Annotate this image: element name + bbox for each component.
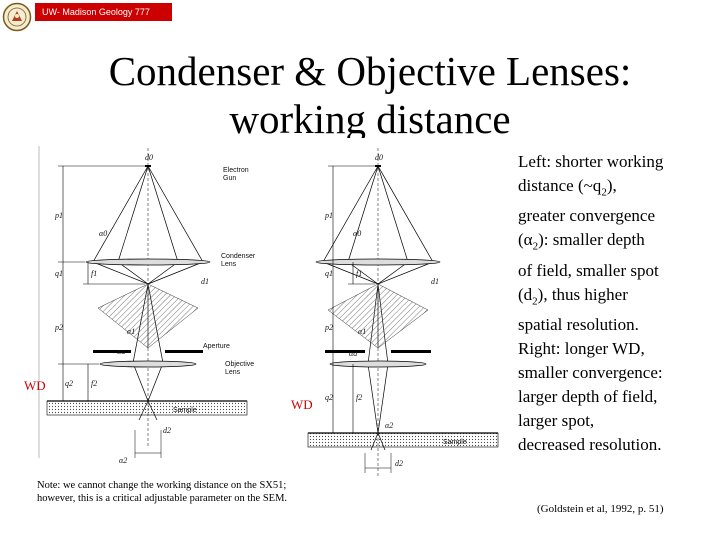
left-label-electron-gun-2: Gun <box>223 175 236 182</box>
description-line: (α2): smaller depth <box>518 228 718 258</box>
description-line: greater convergence <box>518 206 656 226</box>
left-label-d1: d1 <box>201 277 209 286</box>
description-line: larger depth of field, <box>518 387 658 407</box>
description-line: of field, smaller spot <box>518 260 659 280</box>
right-label-p1: p1 <box>324 211 333 220</box>
figure-note-line-2: however, this is a critical adjustable p… <box>37 493 288 504</box>
left-label-d2: d2 <box>163 426 171 435</box>
right-label-alpha2: α2 <box>385 421 393 430</box>
description-line: distance (~q2), <box>518 174 718 204</box>
left-label-sample: Sample <box>173 407 197 414</box>
right-label-q2: q2 <box>325 393 333 402</box>
left-label-d0: d0 <box>145 153 153 162</box>
left-label-alpha2: α2 <box>119 456 127 465</box>
description-line: larger spot, <box>518 411 595 431</box>
left-label-objective-1: Objective <box>225 361 254 368</box>
description-text-segment: distance (~q <box>518 176 602 195</box>
description-line: Right: longer WD, <box>518 339 645 359</box>
course-banner: UW- Madison Geology 777 <box>35 3 172 21</box>
left-label-p1: p1 <box>54 211 63 220</box>
right-label-q1: q1 <box>325 269 333 278</box>
description-subscript: 2 <box>532 240 539 253</box>
left-label-q2: q2 <box>65 379 73 388</box>
right-lens-diagram: d0 α0 p1 q1 f1 d1 p2 α1 αa q2 f2 α2 Samp… <box>307 148 499 478</box>
right-label-f2: f2 <box>356 393 362 402</box>
figure-note-line-1: Note: we cannot change the working dista… <box>37 480 287 491</box>
description-text-segment: (α <box>518 230 533 250</box>
working-distance-label-right: WD <box>291 397 313 412</box>
description-line: (d2), thus higher <box>518 283 718 313</box>
description-line: spatial resolution. <box>518 315 639 335</box>
lens-diagram-svg: d0 Electron Gun α0 p1 q1 f1 Condenser Le… <box>38 146 499 478</box>
right-label-p2: p2 <box>324 323 333 332</box>
description-text-segment: ), <box>606 176 617 195</box>
left-label-alpha0: α0 <box>99 229 107 238</box>
left-label-f2: f2 <box>91 379 97 388</box>
left-label-f1: f1 <box>91 269 97 278</box>
right-label-d2: d2 <box>395 459 403 468</box>
description-text-segment: (d <box>518 284 533 304</box>
right-label-alpha-a: αa <box>349 349 357 358</box>
right-label-f1: f1 <box>356 269 362 278</box>
slide-title: Condenser & Objective Lenses: working di… <box>60 47 680 143</box>
left-label-condenser-2: Lens <box>221 261 237 268</box>
left-lens-diagram: d0 Electron Gun α0 p1 q1 f1 Condenser Le… <box>38 146 256 465</box>
citation: (Goldstein et al, 1992, p. 51) <box>537 503 664 515</box>
slide-title-line-2: working distance <box>229 96 511 142</box>
right-label-alpha1: α1 <box>358 327 366 336</box>
right-label-alpha0: α0 <box>353 229 361 238</box>
description-text: Left: shorter working distance (~q2), gr… <box>518 150 718 457</box>
left-label-q1: q1 <box>55 269 63 278</box>
left-label-electron-gun-1: Electron <box>223 167 249 174</box>
lens-diagram-figure: d0 Electron Gun α0 p1 q1 f1 Condenser Le… <box>33 138 503 518</box>
description-line: smaller convergence: <box>518 363 663 383</box>
left-label-alpha-a: αa <box>117 347 125 356</box>
figure-note: Note: we cannot change the working dista… <box>37 479 337 505</box>
description-line: Left: shorter working <box>518 152 664 171</box>
left-label-aperture: Aperture <box>203 343 230 350</box>
left-label-condenser-1: Condenser <box>221 253 256 260</box>
left-label-alpha1: α1 <box>127 327 135 336</box>
description-text-segment: ), thus higher <box>537 284 628 304</box>
left-label-objective-2: Lens <box>225 369 241 376</box>
uw-madison-seal-icon <box>2 2 32 32</box>
working-distance-label-left: WD <box>24 378 46 393</box>
description-line: decreased resolution. <box>518 435 662 455</box>
description-subscript: 2 <box>601 186 607 199</box>
slide-title-line-1: Condenser & Objective Lenses: <box>108 48 632 94</box>
right-label-sample: Sample <box>443 439 467 446</box>
description-text-segment: ): smaller depth <box>538 230 645 250</box>
description-subscript: 2 <box>532 295 538 308</box>
right-label-d1: d1 <box>431 277 439 286</box>
right-label-d0: d0 <box>375 153 383 162</box>
left-label-p2: p2 <box>54 323 63 332</box>
